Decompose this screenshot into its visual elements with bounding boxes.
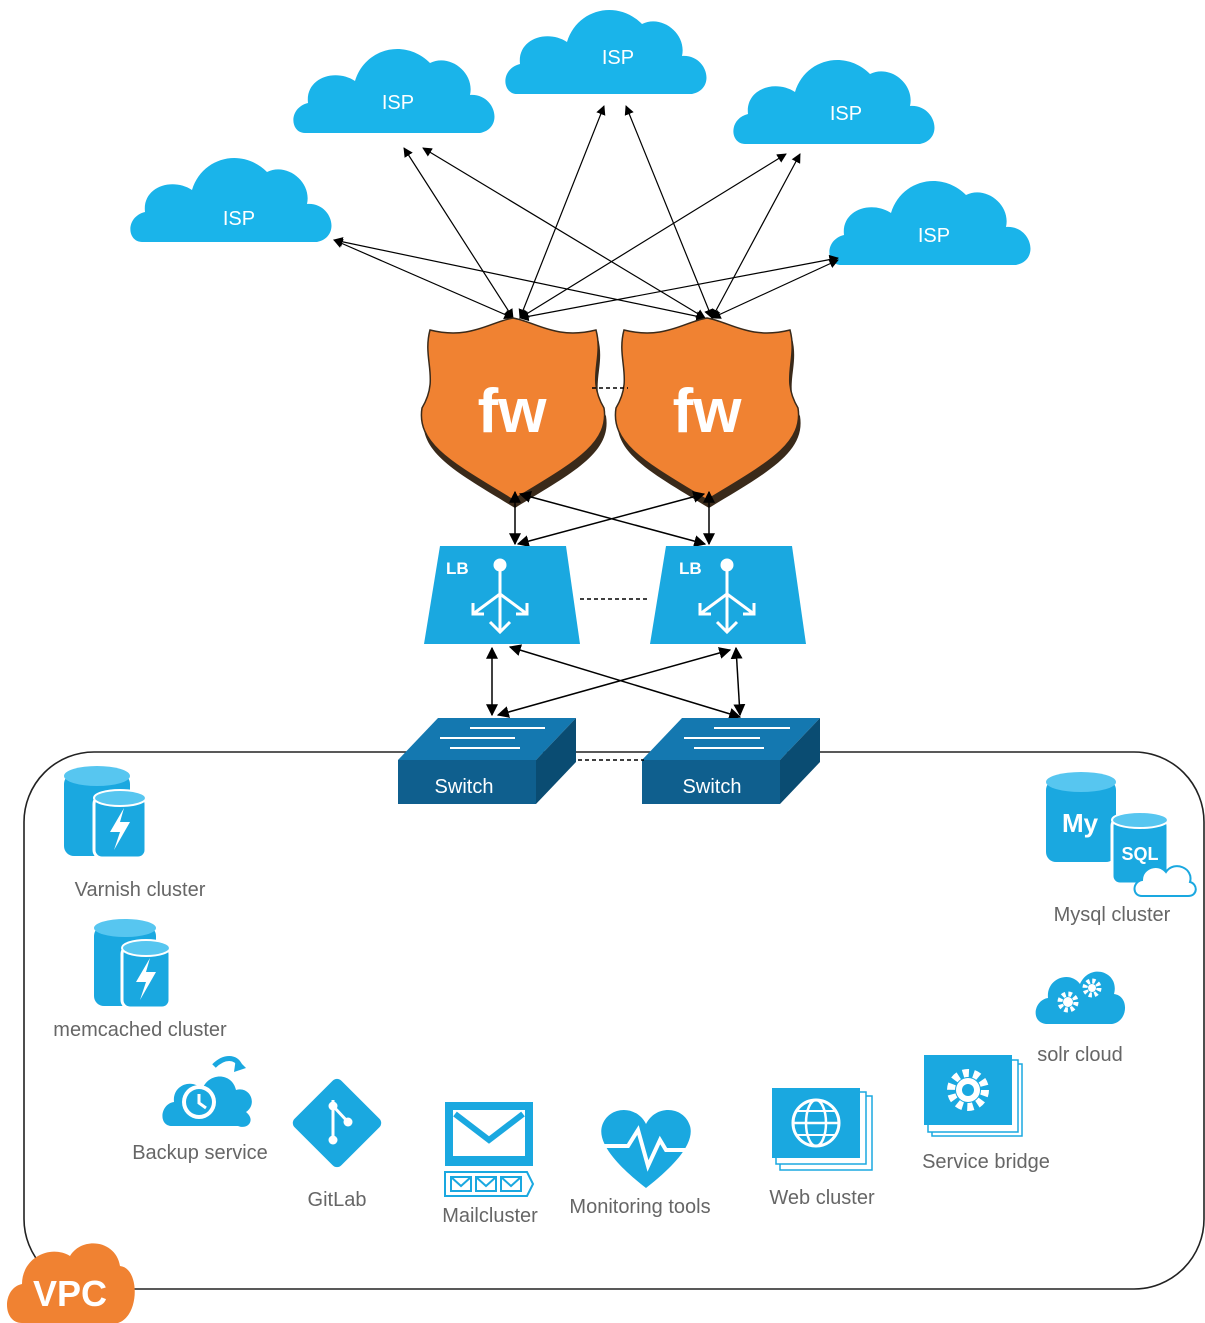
svg-text:ISP: ISP [602,47,634,69]
service-bridge-icon [924,1055,1023,1137]
fw-lb-links [509,490,715,547]
load-balancer-2: LB [650,546,806,644]
mysql-cluster-label: Mysql cluster [1054,904,1171,926]
lb-switch-links [486,644,746,720]
backup-service-label: Backup service [132,1142,268,1164]
web-cluster-icon [772,1088,873,1171]
svg-text:My: My [1062,808,1099,838]
web-cluster-label: Web cluster [769,1187,875,1209]
solr-cloud-label: solr cloud [1037,1044,1123,1066]
mail-cluster-label: Mailcluster [442,1205,538,1227]
svg-text:VPC: VPC [33,1273,107,1314]
gitlab-label: GitLab [308,1189,367,1211]
svg-text:SQL: SQL [1121,844,1158,864]
isp-cloud-2: ISP [293,49,495,133]
varnish-cluster-label: Varnish cluster [75,879,206,901]
monitoring-heart-icon [601,1109,692,1188]
svg-text:ISP: ISP [382,92,414,114]
load-balancer-1: LB [424,546,580,644]
switch-arrows-icon [440,727,545,749]
switch-1: Switch [398,718,576,804]
vpc-cloud-badge: VPC [7,1243,135,1323]
firewall-1: fw [420,317,607,508]
svg-text:Switch: Switch [683,776,742,798]
memcached-cluster-icon [94,919,172,1010]
mysql-cluster-icon: My SQL [1046,772,1197,897]
gitlab-icon [292,1078,382,1168]
solr-cloud-icon [1035,971,1126,1024]
svg-text:LB: LB [679,559,702,578]
isp-cloud-5: ISP [829,181,1031,265]
mail-cluster-icon [444,1102,535,1197]
switch-2: Switch [642,718,820,804]
firewall-2: fw [614,317,801,508]
monitoring-tools-label: Monitoring tools [569,1196,710,1218]
isp-cloud-3: ISP [505,10,707,94]
svg-text:ISP: ISP [223,208,255,230]
svg-text:fw: fw [673,377,743,446]
svg-text:ISP: ISP [830,103,862,125]
isp-cloud-1: ISP [130,158,332,242]
service-bridge-label: Service bridge [922,1151,1050,1173]
varnish-cluster-icon [64,766,148,860]
isp-links [333,105,839,322]
switch-arrows-icon [684,727,790,749]
svg-text:ISP: ISP [918,225,950,247]
svg-text:LB: LB [446,559,469,578]
isp-cloud-4: ISP [733,60,935,144]
vpc-boundary [23,751,1205,1290]
lb-split-icon [698,558,756,635]
svg-text:fw: fw [478,377,548,446]
svg-text:Switch: Switch [435,776,494,798]
backup-service-icon [162,1056,252,1127]
memcached-cluster-label: memcached cluster [53,1019,227,1041]
lb-split-icon [471,558,529,635]
